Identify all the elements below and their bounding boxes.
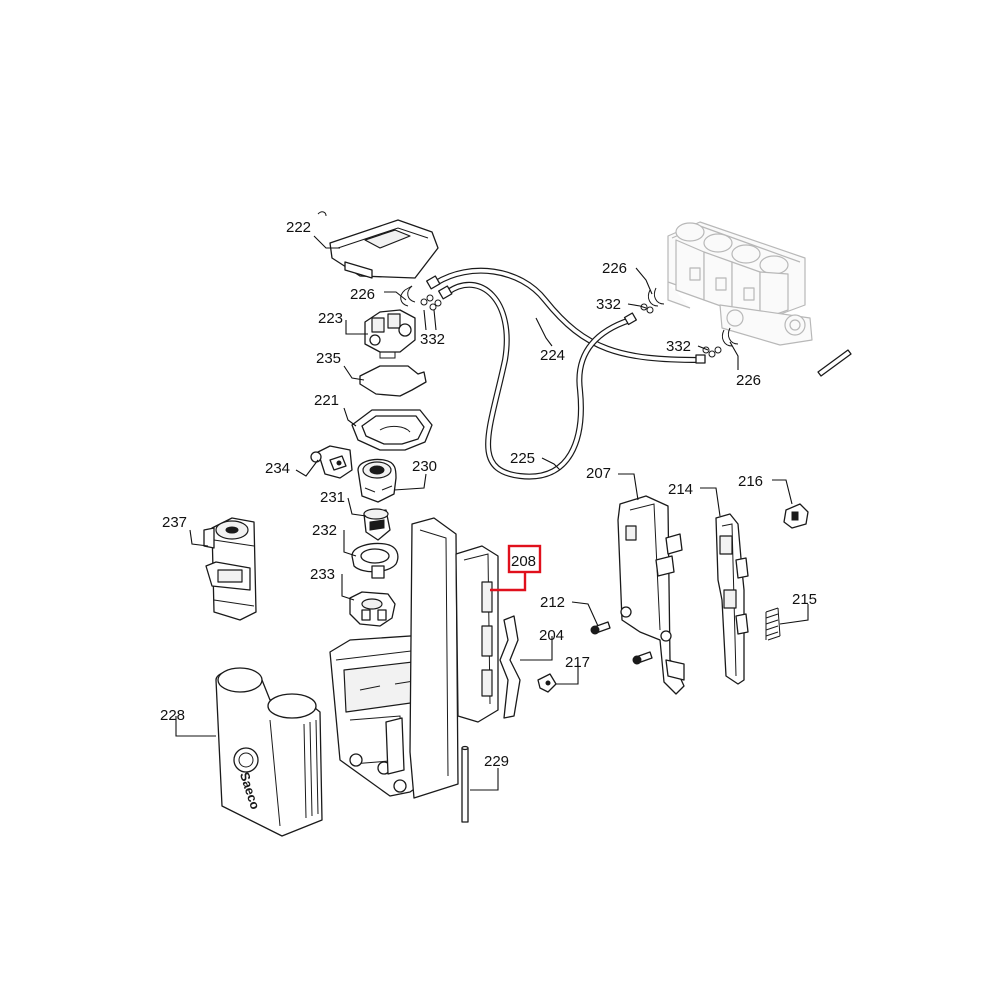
leader-234 (295, 459, 319, 477)
label-217: 217 (565, 654, 590, 671)
leader-204 (520, 636, 553, 661)
part-230 (357, 458, 397, 503)
leader-lines (175, 235, 809, 791)
highlight-box-208 (507, 544, 542, 574)
part-215-spring (765, 607, 781, 641)
leader-332c (697, 345, 709, 351)
leader-233 (341, 574, 355, 601)
leader-221 (343, 407, 357, 427)
label-230: 230 (412, 458, 437, 475)
solenoid-valve-assembly (667, 221, 813, 346)
leader-235 (343, 365, 365, 381)
label-226c: 226 (736, 372, 761, 389)
leader-231 (347, 497, 367, 517)
label-224: 224 (540, 347, 565, 364)
leader-226c (729, 341, 739, 370)
label-212: 212 (540, 594, 565, 611)
part-233-bracket (349, 591, 396, 627)
label-234: 234 (265, 460, 290, 477)
part-232-ring (351, 542, 399, 579)
label-226a: 226 (350, 286, 375, 303)
clips-332-upper-left (420, 294, 442, 311)
leader-237 (189, 529, 209, 547)
label-208: 208 (511, 553, 536, 570)
label-207: 207 (586, 465, 611, 482)
leader-212 (571, 601, 599, 627)
label-332a: 332 (420, 331, 445, 348)
leader-223 (345, 320, 368, 335)
clip-226-right-upper (647, 287, 665, 307)
label-214: 214 (668, 481, 693, 498)
part-222-cover (317, 211, 439, 279)
leader-224 (535, 317, 553, 347)
part-223-connector (364, 309, 416, 359)
part-217-clip (537, 673, 557, 693)
label-237: 237 (162, 514, 187, 531)
part-216-clip (783, 503, 809, 529)
leader-229 (470, 768, 499, 791)
rod-top-right (817, 349, 852, 377)
leader-222 (313, 235, 340, 249)
leader-215 (779, 604, 809, 625)
leader-332a (423, 309, 437, 331)
label-233: 233 (310, 566, 335, 583)
part-207-rail (617, 495, 685, 695)
part-labels: 222 226 332 223 235 221 234 230 231 232 … (160, 219, 817, 770)
label-332b: 332 (596, 296, 621, 313)
label-223: 223 (318, 310, 343, 327)
leader-214 (700, 487, 721, 517)
part-229-rod (461, 745, 469, 823)
leader-207 (618, 473, 639, 501)
clips-332-right-lower (702, 346, 722, 358)
label-332c: 332 (666, 338, 691, 355)
label-215: 215 (792, 591, 817, 608)
clips-332-right-upper (640, 303, 654, 314)
leader-332b (627, 303, 647, 309)
part-234-valve (310, 445, 353, 479)
leader-217 (556, 662, 579, 685)
label-231: 231 (320, 489, 345, 506)
label-232: 232 (312, 522, 337, 539)
part-tall-panel (409, 517, 459, 799)
leader-232 (343, 530, 357, 557)
leader-230 (393, 473, 427, 491)
label-221: 221 (314, 392, 339, 409)
label-222: 222 (286, 219, 311, 236)
clip-226-right-lower (721, 327, 739, 347)
leader-226b (635, 267, 653, 295)
part-208-panel (455, 545, 499, 723)
label-229: 229 (484, 753, 509, 770)
label-235: 235 (316, 350, 341, 367)
part-214-rail (715, 513, 749, 685)
part-204-spring (499, 615, 521, 719)
label-226b: 226 (602, 260, 627, 277)
leader-228 (175, 716, 216, 737)
hose-225 (445, 281, 633, 480)
label-225: 225 (510, 450, 535, 467)
part-235-gasket (359, 365, 427, 397)
leader-216 (772, 479, 793, 505)
part-221-frame (351, 409, 433, 451)
part-237-valve (203, 517, 257, 621)
leader-208-highlight (490, 572, 527, 592)
part-212-screws (590, 621, 653, 665)
label-228: 228 (160, 707, 185, 724)
hose-connectors (426, 275, 706, 364)
clip-226-upper-left (400, 285, 416, 307)
label-216: 216 (738, 473, 763, 490)
leader-226a (384, 291, 407, 301)
label-204: 204 (539, 627, 564, 644)
part-231-nozzle (363, 508, 391, 541)
part-228-drip-tray-front: Saeco (215, 667, 323, 837)
leader-225 (541, 457, 561, 471)
hose-224 (433, 267, 703, 363)
